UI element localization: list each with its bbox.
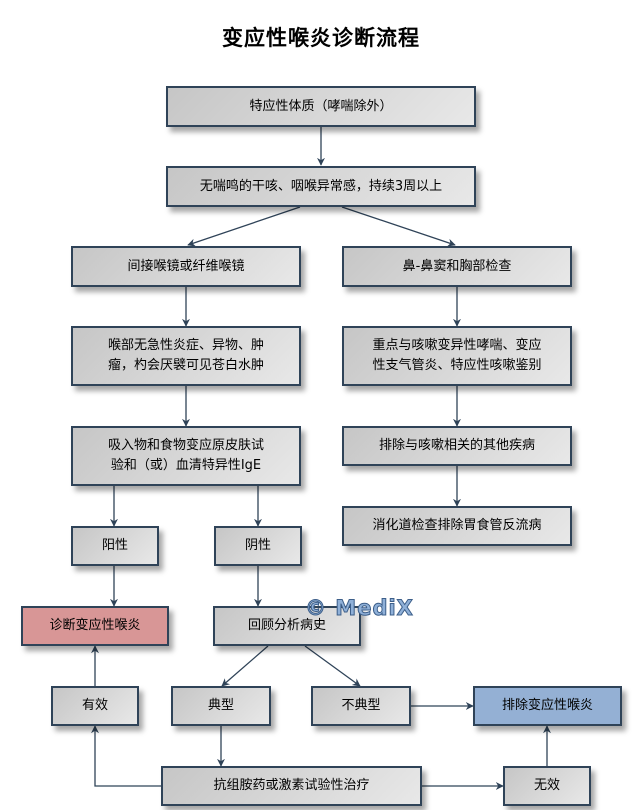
node-negative: 阴性 (214, 526, 302, 566)
diagram-title: 变应性喉炎诊断流程 (222, 26, 420, 50)
node-review-history-text: 回顾分析病史 (247, 618, 326, 633)
node-exclude-gerd-text: 消化道检查排除胃食管反流病 (372, 518, 542, 533)
node-laryngoscopy-text: 间接喉镜或纤维喉镜 (127, 258, 245, 274)
node-symptoms: 无喘鸣的干咳、咽喉异常感，持续3周以上 (166, 166, 476, 207)
node-trial-treatment-text: 抗组胺药或激素试验性治疗 (213, 778, 370, 793)
node-larynx-findings: 喉部无急性炎症、异物、肿 瘤，杓会厌襞可见苍白水肿 (71, 326, 301, 386)
node-diagnosis-text: 诊断变应性喉炎 (49, 618, 141, 633)
node-diagnosis: 诊断变应性喉炎 (21, 606, 169, 646)
node-atopy-text: 特应性体质（哮喘除外） (249, 98, 393, 114)
node-typical: 典型 (171, 686, 271, 726)
edge-review-atypical (304, 645, 361, 687)
edge-symptoms-laryngoscopy (187, 206, 301, 247)
node-review-history: 回顾分析病史 (213, 606, 361, 646)
node-exclusion-text: 排除变应性喉炎 (501, 698, 593, 713)
node-nose-chest-text: 鼻-鼻窦和胸部检查 (402, 258, 512, 274)
node-atypical: 不典型 (311, 686, 411, 726)
node-larynx-findings-line2: 瘤，杓会厌襞可见苍白水肿 (107, 358, 264, 373)
node-symptoms-text: 无喘鸣的干咳、咽喉异常感，持续3周以上 (199, 178, 443, 194)
node-differential: 重点与咳嗽变异性哮喘、变应 性支气管炎、特应性咳嗽鉴别 (342, 326, 572, 386)
node-exclude-cough: 排除与咳嗽相关的其他疾病 (342, 426, 572, 466)
node-allergy-test: 吸入物和食物变应原皮肤试 验和（或）血清特异性IgE (71, 426, 301, 486)
node-effective: 有效 (51, 686, 139, 726)
node-trial-treatment: 抗组胺药或激素试验性治疗 (161, 766, 422, 806)
node-exclude-gerd: 消化道检查排除胃食管反流病 (342, 506, 572, 546)
node-typical-text: 典型 (207, 698, 234, 713)
watermark: © MediX (305, 596, 414, 621)
node-positive-text: 阳性 (101, 538, 128, 553)
node-laryngoscopy: 间接喉镜或纤维喉镜 (71, 246, 301, 287)
node-differential-line1: 重点与咳嗽变异性哮喘、变应 (372, 338, 542, 353)
edge-review-typical (221, 645, 269, 687)
node-ineffective-text: 无效 (533, 778, 560, 793)
node-atypical-text: 不典型 (341, 698, 381, 713)
node-exclusion: 排除变应性喉炎 (473, 686, 622, 726)
node-negative-text: 阴性 (244, 538, 271, 553)
node-allergy-test-line2: 验和（或）血清特异性IgE (110, 458, 262, 473)
edge-symptoms-nose-chest (341, 206, 456, 247)
node-allergy-test-line1: 吸入物和食物变应原皮肤试 (107, 438, 264, 453)
node-effective-text: 有效 (81, 698, 108, 713)
node-positive: 阳性 (71, 526, 159, 566)
node-ineffective: 无效 (503, 766, 591, 806)
edge-trial-effective (91, 725, 161, 787)
node-nose-chest: 鼻-鼻窦和胸部检查 (342, 246, 572, 287)
node-differential-line2: 性支气管炎、特应性咳嗽鉴别 (372, 358, 542, 373)
node-exclude-cough-text: 排除与咳嗽相关的其他疾病 (378, 438, 535, 453)
node-larynx-findings-line1: 喉部无急性炎症、异物、肿 (107, 338, 264, 353)
node-atopy: 特应性体质（哮喘除外） (166, 86, 476, 127)
